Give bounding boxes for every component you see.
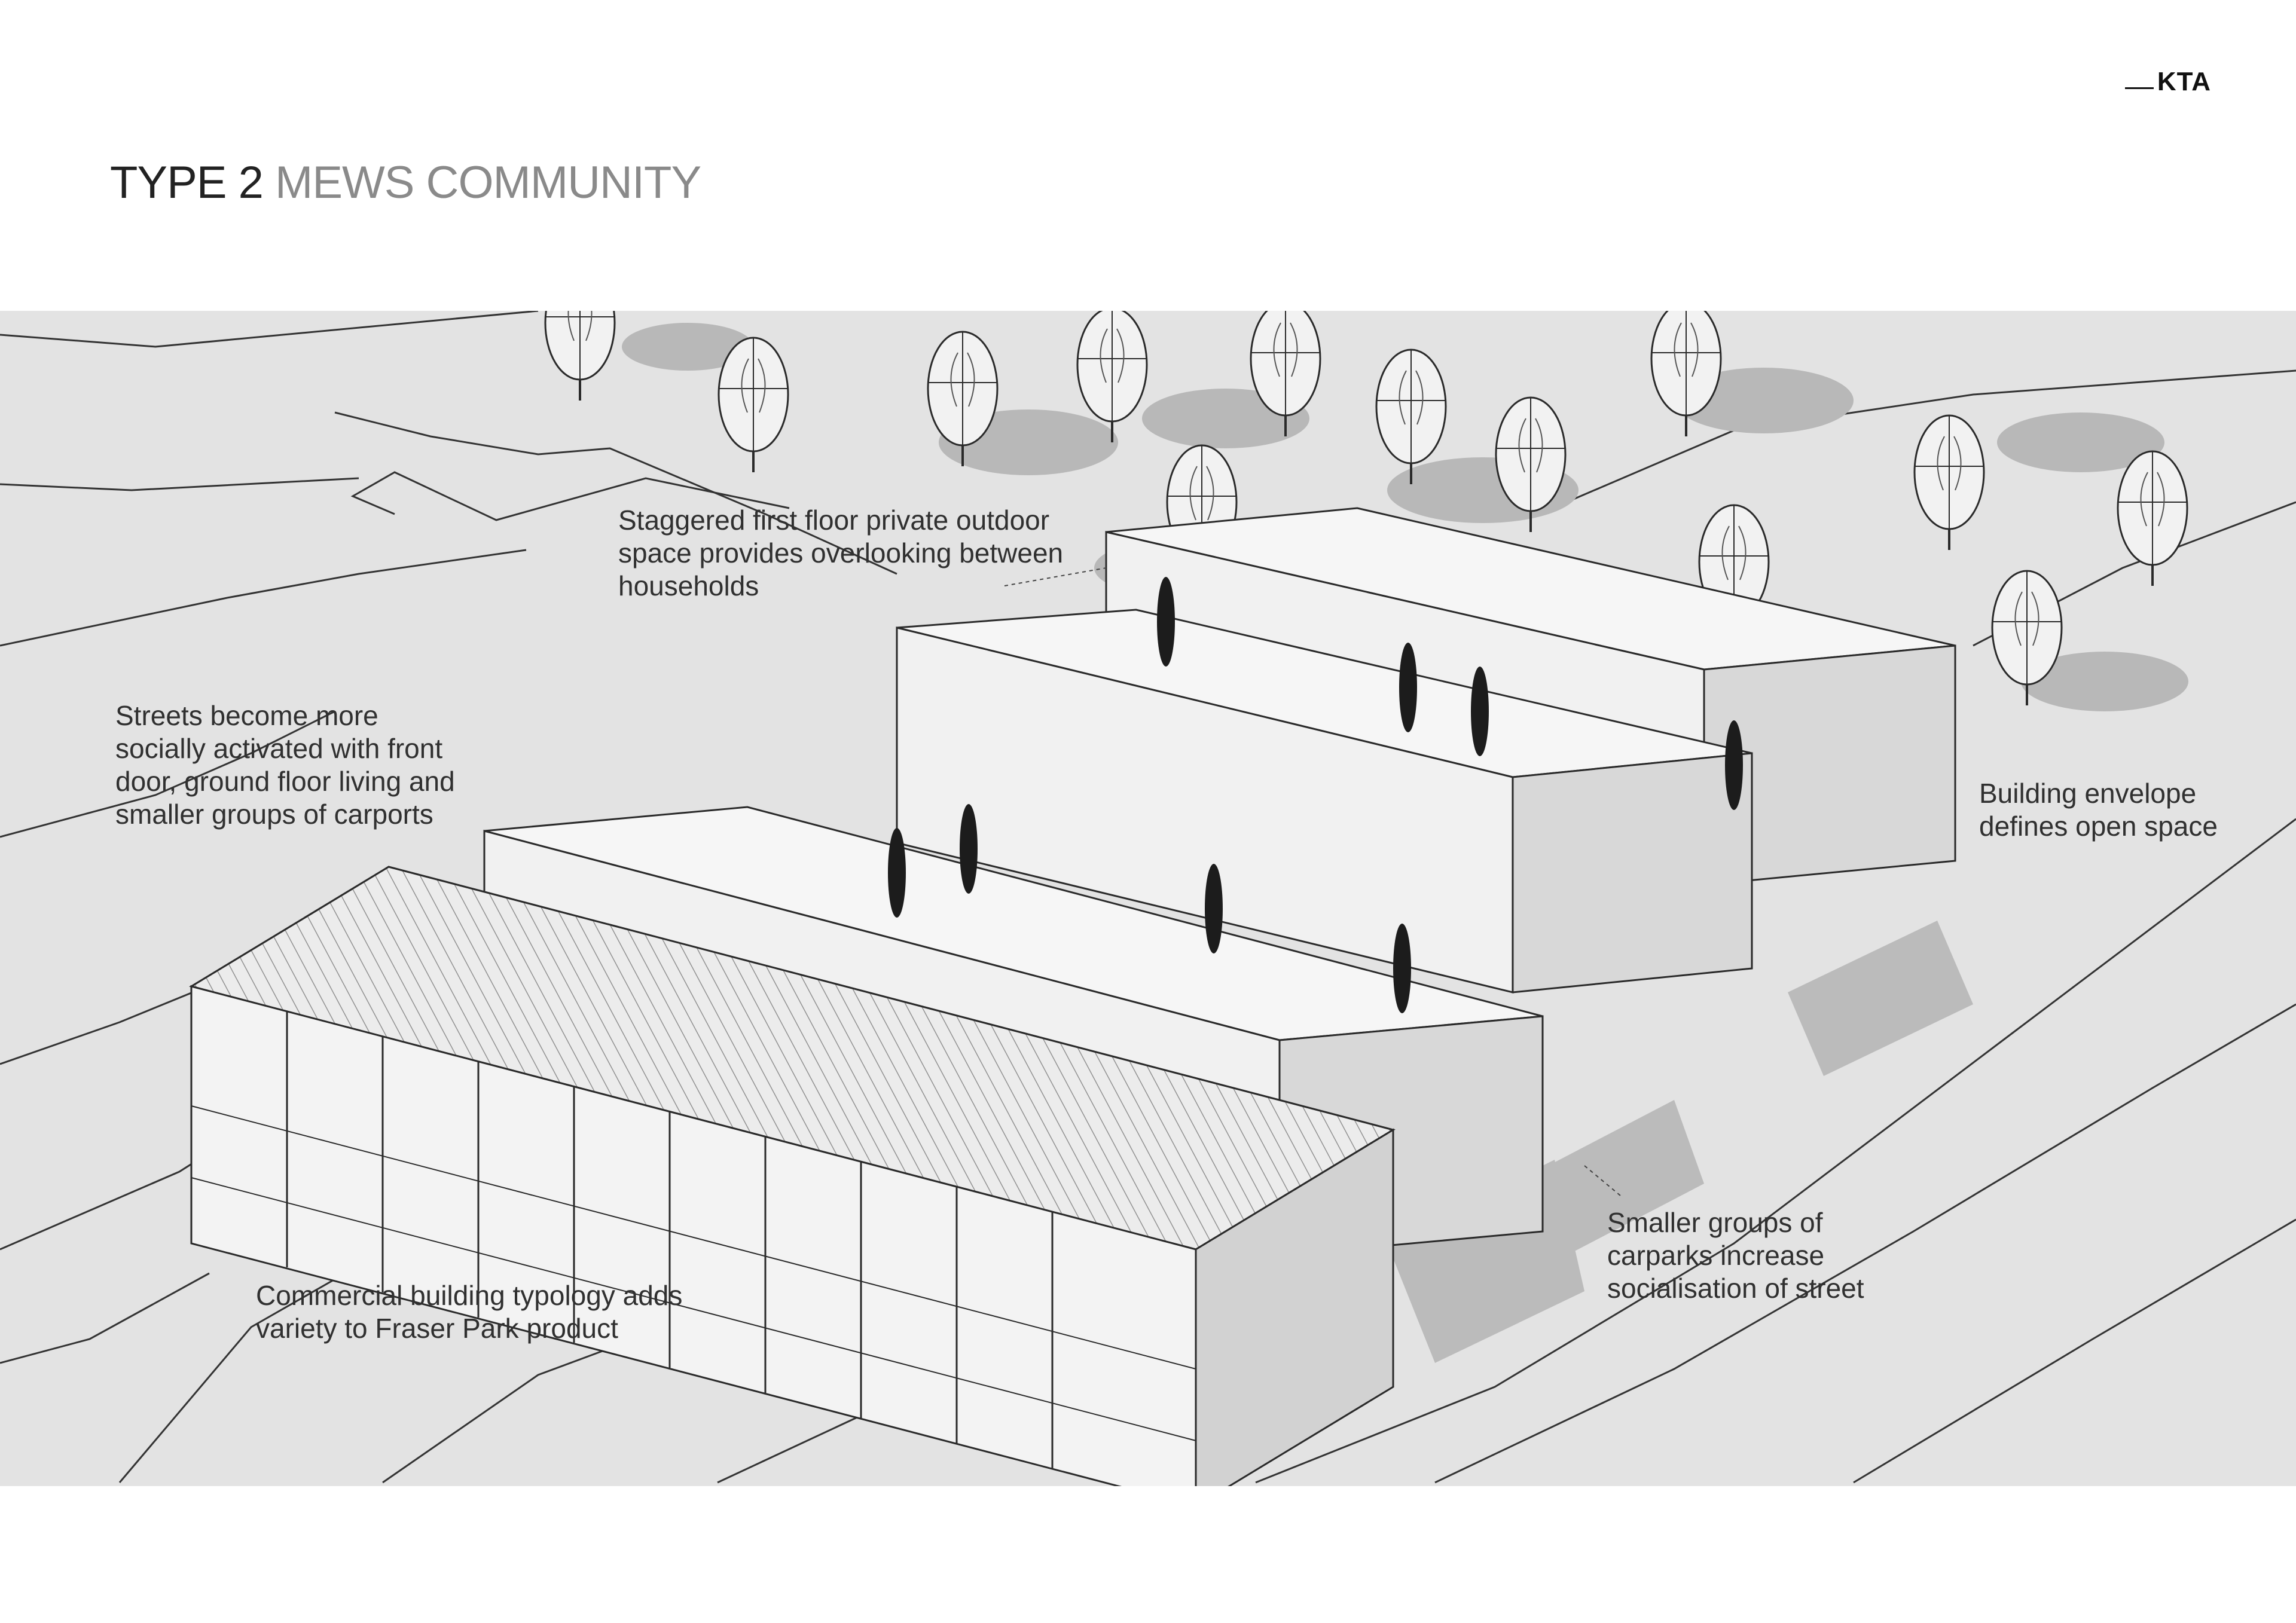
annotation-line: Building envelope — [1979, 778, 2197, 809]
annotation-line: socially activated with front — [115, 733, 443, 764]
middle-mews-block — [896, 609, 1753, 994]
title-type-label: TYPE 2 — [110, 157, 264, 208]
annotation-streets: Streets become more socially activated w… — [115, 699, 455, 831]
kta-logo: KTA — [2124, 67, 2211, 97]
annotation-commercial: Commercial building typology adds variet… — [256, 1279, 682, 1345]
commercial-block — [189, 866, 1396, 1486]
annotation-line: Streets become more — [115, 700, 378, 731]
annotation-line: carparks increase — [1607, 1240, 1825, 1271]
annotation-line: Staggered first floor private outdoor — [618, 505, 1050, 536]
site-contour-lines — [0, 311, 2296, 1484]
annotation-carparks: Smaller groups of carparks increase soci… — [1607, 1206, 1864, 1305]
annotation-line: socialisation of street — [1607, 1273, 1864, 1304]
annotation-line: Smaller groups of — [1607, 1207, 1823, 1238]
annotation-line: variety to Fraser Park product — [256, 1313, 618, 1344]
annotation-line: smaller groups of carports — [115, 799, 433, 830]
leader-lines — [1004, 567, 1621, 1196]
annotation-line: space provides overlooking between — [618, 537, 1064, 568]
annotation-line: households — [618, 570, 759, 601]
logo-text: KTA — [2157, 67, 2211, 96]
site-axonometric — [0, 311, 2296, 1486]
page-title: TYPE 2 MEWS COMMUNITY — [110, 157, 701, 209]
title-name: MEWS COMMUNITY — [275, 157, 701, 208]
logo-underscore — [2124, 87, 2154, 89]
annotation-envelope: Building envelope defines open space — [1979, 777, 2218, 843]
annotation-staggered: Staggered first floor private outdoor sp… — [618, 504, 1063, 603]
axonometric-drawing: Staggered first floor private outdoor sp… — [0, 311, 2296, 1486]
annotation-line: defines open space — [1979, 811, 2218, 842]
annotation-line: Commercial building typology adds — [256, 1280, 683, 1311]
annotation-line: door, ground floor living and — [115, 766, 455, 797]
